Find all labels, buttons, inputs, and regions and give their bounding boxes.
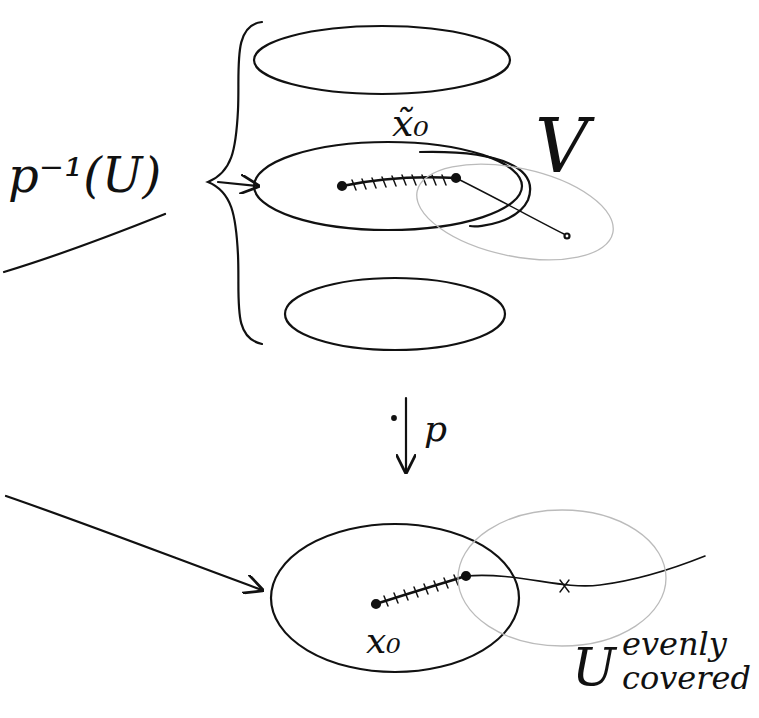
lift-start-dot bbox=[338, 182, 346, 190]
base-space bbox=[271, 524, 519, 672]
lifted-hatch bbox=[352, 175, 446, 190]
preimage-label: p⁻¹(U) bbox=[8, 150, 161, 200]
open-set-label: U bbox=[572, 640, 616, 695]
cross-mark bbox=[560, 580, 569, 592]
leader-line bbox=[4, 214, 165, 272]
open-set-u bbox=[458, 510, 666, 646]
projection-arrow bbox=[405, 398, 407, 472]
lift-point-label: x̃₀ bbox=[392, 104, 429, 144]
neighbourhood-v bbox=[408, 148, 622, 276]
lifted-path bbox=[342, 177, 456, 186]
lift-end-mark bbox=[565, 234, 570, 239]
lift-continuation bbox=[456, 178, 564, 234]
sheet-bottom bbox=[285, 278, 505, 350]
sheet-middle-overline bbox=[420, 152, 530, 227]
base-start-dot bbox=[372, 600, 380, 608]
base-continuation bbox=[466, 556, 705, 586]
neighbourhood-label: V bbox=[535, 108, 588, 186]
map-label: p bbox=[424, 410, 447, 448]
sheet-top bbox=[254, 26, 510, 94]
base-point-label: x₀ bbox=[366, 622, 401, 660]
dot bbox=[392, 416, 396, 420]
evenly-covered-label: evenly covered bbox=[622, 628, 750, 695]
brace-arrow bbox=[218, 182, 258, 186]
base-arrow bbox=[6, 496, 262, 590]
base-path bbox=[376, 576, 466, 604]
base-hatch bbox=[384, 575, 458, 606]
